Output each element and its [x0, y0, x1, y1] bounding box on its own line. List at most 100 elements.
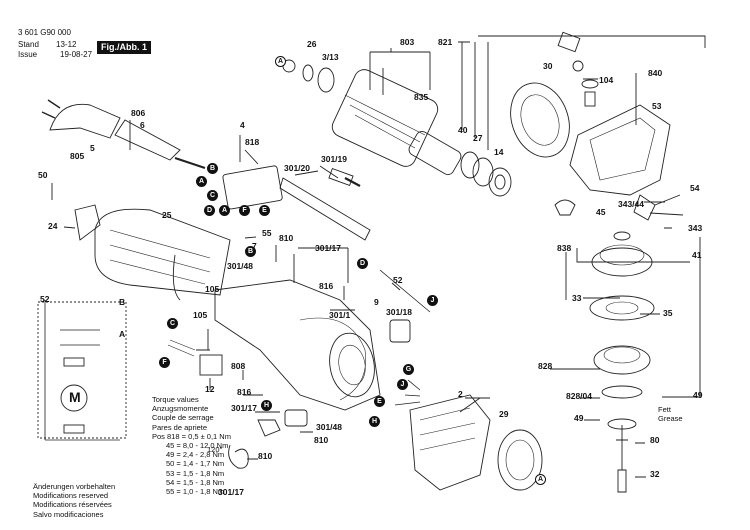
connection-badge-a: A: [275, 56, 286, 67]
torque-line: Torque values: [152, 395, 199, 404]
part-label-29: 29: [499, 409, 509, 419]
angle-note: 120°: [207, 445, 223, 454]
connection-badge-j: J: [397, 379, 408, 390]
connection-badge-d: D: [204, 205, 215, 216]
bevel-gear-shape: [591, 247, 653, 277]
connection-badge-f: F: [159, 357, 170, 368]
note-line: Modifications réservées: [33, 500, 112, 510]
part-label-821: 821: [438, 37, 453, 47]
part-label-838: 838: [557, 243, 572, 253]
part-label-25: 25: [162, 210, 172, 220]
connection-badge-d: D: [357, 258, 368, 269]
leader-lines: [51, 35, 706, 478]
motor-symbol-label: M: [69, 389, 81, 405]
connection-badge-j: J: [427, 295, 438, 306]
wiring-frame: [37, 301, 127, 439]
part-label-816: 816: [237, 387, 252, 397]
part-label-27: 27: [473, 133, 483, 143]
connection-badge-g: G: [403, 364, 414, 375]
torque-line: 49 = 2,4 - 2,8 Nm: [166, 450, 225, 460]
part-label-49: 49: [693, 390, 703, 400]
part-label-803: 803: [400, 37, 415, 47]
part-label-818: 818: [245, 137, 260, 147]
part-label-7: 7: [252, 241, 257, 251]
part-label-805: 805: [70, 151, 85, 161]
part-label-80: 80: [650, 435, 660, 445]
stand-value: 13-12: [56, 40, 77, 49]
torque-line: Pares de apriete: [152, 422, 208, 432]
connection-badge-h: H: [369, 416, 380, 427]
torque-line: Couple de serrage: [152, 413, 214, 423]
part-label-840: 840: [648, 68, 663, 78]
part-number: 3 601 G90 000: [18, 28, 71, 37]
part-label-52: 52: [393, 275, 403, 285]
grease-note: Fett Grease: [658, 405, 683, 423]
connection-badge-a: A: [535, 474, 546, 485]
torque-line: 50 = 1,4 - 1,7 Nm: [166, 459, 225, 469]
modification-notes: Änderungen vorbehalten Modifications res…: [33, 482, 115, 519]
part-label-41: 41: [692, 250, 702, 260]
stator-shape: [409, 394, 491, 491]
connection-badge-a: A: [219, 205, 230, 216]
part-label-2: 2: [458, 389, 463, 399]
part-label-301-17: 301/17: [231, 403, 257, 413]
part-label-301-48: 301/48: [227, 261, 253, 271]
part-label-301-17: 301/17: [218, 487, 244, 497]
note-line: Salvo modificaciones: [33, 509, 104, 519]
part-label-4: 4: [240, 120, 245, 130]
grease-line-1: Fett: [658, 405, 671, 414]
wiring-a-label: A: [119, 329, 126, 339]
part-label-9: 9: [374, 297, 379, 307]
part-label-810: 810: [314, 435, 329, 445]
connection-badge-h: H: [261, 400, 272, 411]
part-label-105: 105: [205, 284, 220, 294]
motor-housing-shape: [94, 208, 231, 296]
part-label-14: 14: [494, 147, 504, 157]
part-label-49: 49: [574, 413, 584, 423]
issue-label: Issue: [18, 50, 38, 59]
stand-label: Stand: [18, 40, 39, 49]
part-label-828: 828: [538, 361, 553, 371]
wiring-b-label: B: [119, 297, 126, 307]
cable-plug-shape: [49, 103, 121, 139]
torque-line: 45 = 8,0 - 12,0 Nm: [166, 441, 229, 451]
part-label-105: 105: [193, 310, 208, 320]
note-line: Modifications reserved: [33, 491, 109, 501]
part-label-53: 53: [652, 101, 662, 111]
part-label-24: 24: [48, 221, 58, 231]
part-label-835: 835: [414, 92, 429, 102]
part-label-301-19: 301/19: [321, 154, 347, 164]
bearing-flange-shape: [593, 345, 651, 375]
part-label-808: 808: [231, 361, 246, 371]
torque-line: Pos 818 = 0,5 ± 0,1 Nm: [152, 431, 231, 441]
part-label-104: 104: [599, 75, 614, 85]
part-label-30: 30: [543, 61, 553, 71]
part-label-5: 5: [90, 143, 95, 153]
main-housing-shape: [214, 279, 381, 411]
armature-shape: [331, 69, 439, 167]
figure-tag: Fig./Abb. 1: [97, 41, 151, 54]
part-label-6: 6: [140, 120, 145, 130]
part-label-35: 35: [663, 308, 673, 318]
torque-line: 54 = 1,5 - 1,8 Nm: [166, 477, 225, 487]
part-label-828-04: 828/04: [566, 391, 592, 401]
connection-badge-c: C: [167, 318, 178, 329]
part-label-54: 54: [690, 183, 700, 193]
part-label-55: 55: [262, 228, 272, 238]
part-label-301-17: 301/17: [315, 243, 341, 253]
torque-line: Anzugsmomente: [152, 404, 209, 414]
torque-line: 55 = 1,0 - 1,8 Nm: [166, 487, 225, 497]
part-label-32: 32: [650, 469, 660, 479]
connection-badge-c: C: [207, 190, 218, 201]
part-label-301-1: 301/1: [329, 310, 351, 320]
connection-badge-b: B: [207, 163, 218, 174]
part-label-343-44: 343/44: [618, 199, 644, 209]
part-label-816: 816: [319, 281, 334, 291]
gear-housing-shape: [569, 104, 671, 196]
issue-value: 19-08-27: [60, 50, 93, 59]
part-label-50: 50: [38, 170, 48, 180]
part-label-301-48: 301/48: [316, 422, 342, 432]
part-label-12: 12: [205, 384, 215, 394]
torque-line: 53 = 1,5 - 1,8 Nm: [166, 468, 225, 478]
part-label-810: 810: [279, 233, 294, 243]
